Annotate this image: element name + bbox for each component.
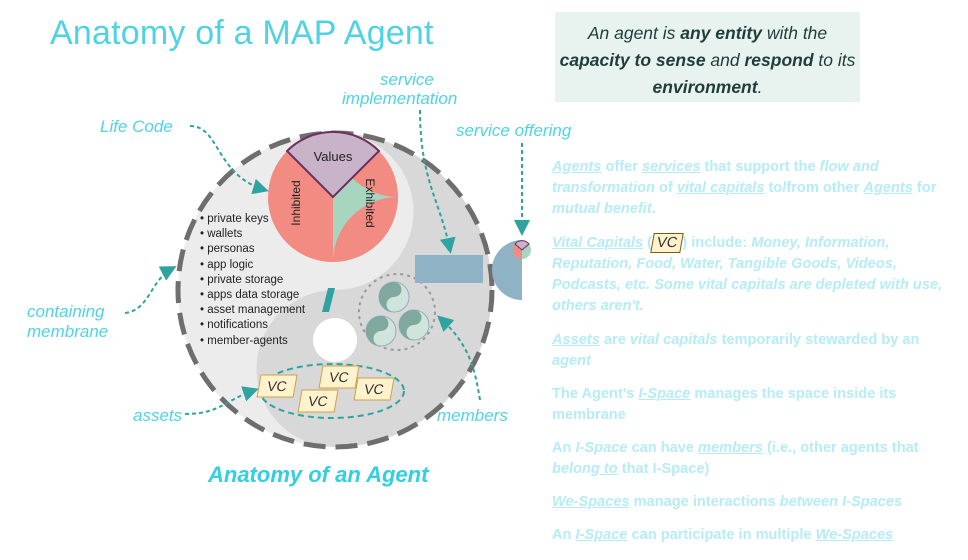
list-item: personas xyxy=(200,242,305,257)
list-item: member-agents xyxy=(200,334,305,349)
members-label: members xyxy=(437,406,508,425)
assets-arrow xyxy=(184,386,259,415)
containing-membrane-label-1: containing xyxy=(27,302,105,321)
list-item: private storage xyxy=(200,273,305,288)
vc-tag: VC xyxy=(318,365,360,389)
paragraph-vital-capitals: Vital Capitals (VC) include: Money, Info… xyxy=(552,233,943,314)
assets-label: assets xyxy=(133,406,183,425)
svg-text:VC: VC xyxy=(307,393,329,409)
vc-tag: VC xyxy=(353,377,395,401)
list-item: asset management xyxy=(200,303,305,318)
paragraph-services: Agents offer services that support the f… xyxy=(552,159,937,217)
paragraph-assets: Assets are vital capitals temporarily st… xyxy=(552,332,920,369)
slash-mark xyxy=(322,288,335,312)
svg-text:VC: VC xyxy=(363,381,385,397)
paragraph-members: An I-Space can have members (i.e., other… xyxy=(552,440,919,477)
service-implementation-box xyxy=(415,255,483,283)
vc-tag: VC xyxy=(297,389,339,413)
list-item: private keys xyxy=(200,212,305,227)
list-item: app logic xyxy=(200,258,305,273)
yin-shape xyxy=(256,133,492,447)
service-implementation-label-2: implementation xyxy=(342,89,458,108)
life-code-arrow xyxy=(189,125,269,195)
list-item: wallets xyxy=(200,227,305,242)
life-code-label: Life Code xyxy=(100,117,173,136)
vc-inline-icon: VC xyxy=(650,233,685,253)
values-label: Values xyxy=(314,149,353,164)
list-item: apps data storage xyxy=(200,288,305,303)
paragraph-we-spaces: We-Spaces manage interactions between I-… xyxy=(552,494,903,510)
svg-text:VC: VC xyxy=(266,378,288,394)
service-offering-label: service offering xyxy=(456,121,572,140)
service-offering-shape xyxy=(492,240,522,300)
paragraph-i-space: The Agent's I-Space manages the space in… xyxy=(552,386,897,423)
exhibited-label: Exhibited xyxy=(363,178,377,227)
list-item: notifications xyxy=(200,318,305,333)
containing-membrane-label-2: membrane xyxy=(27,322,109,341)
members-group xyxy=(358,273,436,351)
paragraph-participation: An I-Space can participate in multiple W… xyxy=(552,527,894,543)
svg-text:VC: VC xyxy=(328,369,350,385)
definition-quote: An agent is any entity with the capacity… xyxy=(555,12,860,102)
service-implementation-label-1: service xyxy=(380,70,434,89)
membrane-arrow xyxy=(124,266,177,314)
members-arrow xyxy=(437,315,481,401)
diagram-caption: Anatomy of an Agent xyxy=(208,462,429,487)
page-title: Anatomy of a MAP Agent xyxy=(50,14,434,52)
vc-tag: VC xyxy=(256,374,298,398)
service-implementation-arrow xyxy=(419,109,456,254)
life-code-list: private keys wallets personas app logic … xyxy=(200,212,305,349)
